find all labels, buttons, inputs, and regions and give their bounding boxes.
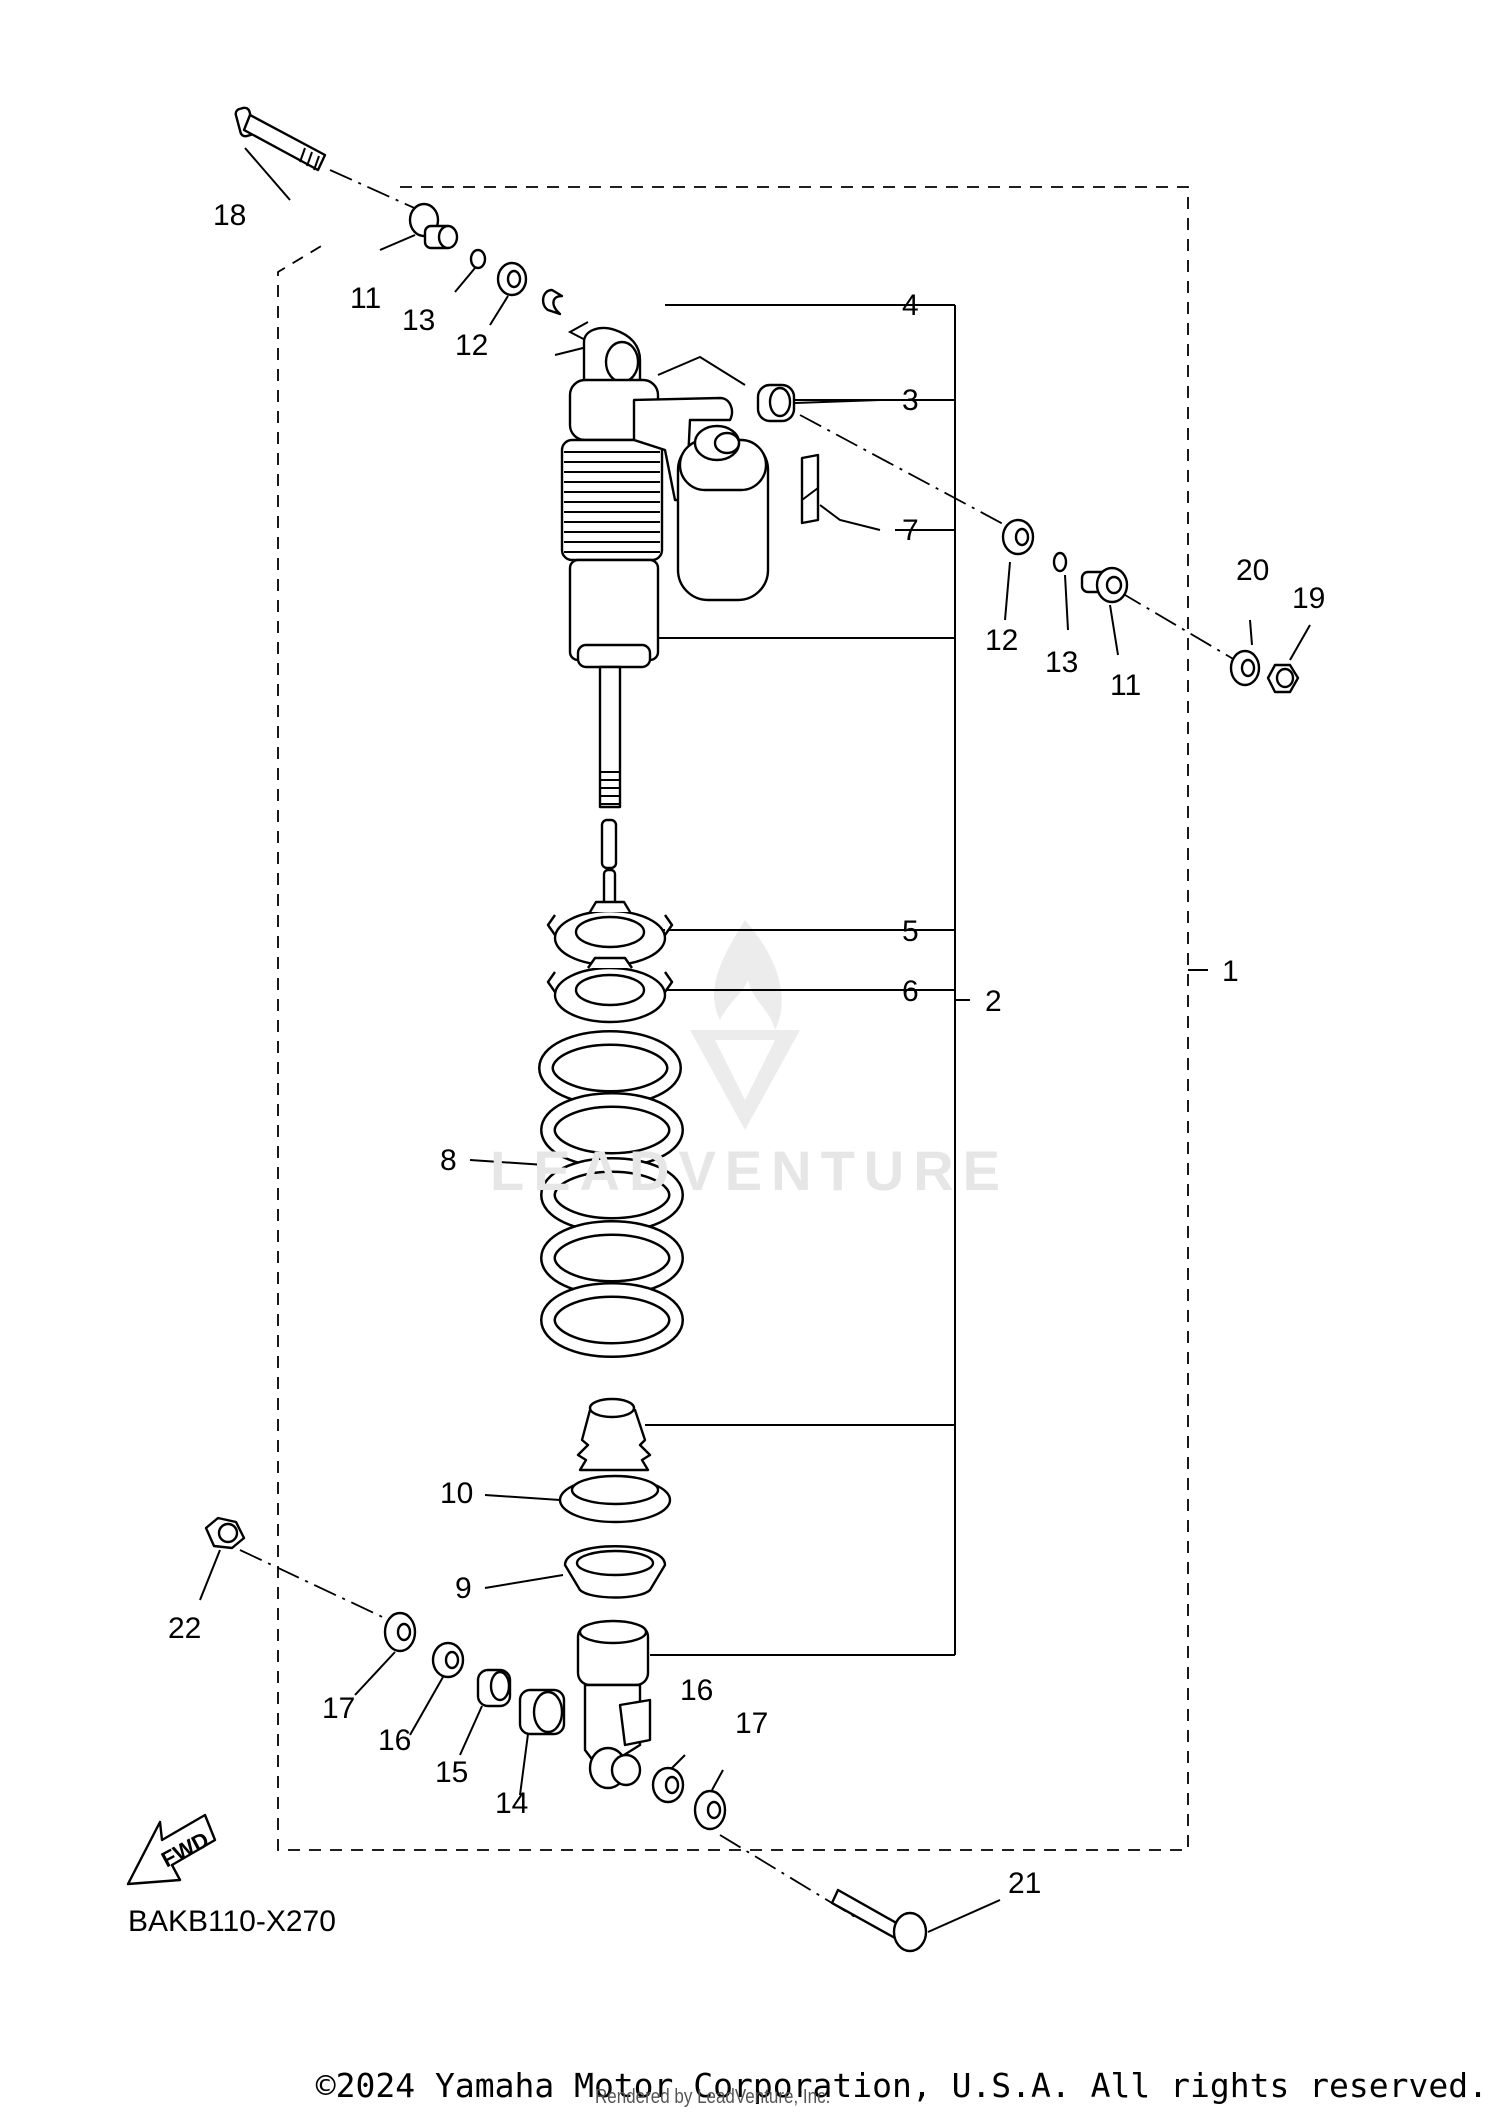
bearing-14	[518, 1688, 566, 1736]
watermark-logo	[690, 920, 800, 1130]
bolt-18	[234, 106, 327, 172]
leader-lines	[199, 147, 1311, 1933]
callout-3: 3	[902, 384, 919, 417]
callout-12-top: 12	[455, 329, 488, 362]
callout-21: 21	[1008, 1867, 1041, 1900]
callout-7: 7	[902, 514, 919, 547]
spring-8	[538, 1030, 684, 1358]
callout-4: 4	[902, 289, 919, 322]
stopper-9	[563, 1545, 667, 1599]
callout-5: 5	[902, 915, 919, 948]
watermark-text: LEADVENTURE	[490, 1139, 1010, 1202]
callout-18: 18	[213, 199, 246, 232]
copyright-notice: ©2024 Yamaha Motor Corporation, U.S.A. A…	[315, 2066, 1488, 2105]
collar-11-top	[408, 202, 459, 250]
bump-stop	[576, 1397, 652, 1472]
callout-10: 10	[440, 1477, 473, 1510]
washer-17-right	[693, 1789, 727, 1831]
callout-13-right: 13	[1045, 646, 1078, 679]
circlip-4	[541, 288, 564, 316]
diagram-code: BAKB110-X270	[128, 1905, 336, 1938]
callout-8: 8	[440, 1144, 457, 1177]
washer-12-top	[496, 261, 528, 297]
callout-11-top: 11	[350, 282, 381, 315]
washer-17-left	[383, 1611, 417, 1653]
bushing-3	[756, 383, 796, 423]
callout-11-right: 11	[1110, 669, 1141, 702]
callout-13-top: 13	[402, 304, 435, 337]
fwd-arrow-icon: FWD	[126, 1813, 217, 1886]
callout-9: 9	[455, 1572, 472, 1605]
spring-seat-10	[558, 1474, 672, 1524]
bolt-21	[830, 1888, 928, 1953]
washer-12-right	[1001, 518, 1035, 556]
callout-6: 6	[902, 975, 919, 1008]
callout-12-right: 12	[985, 624, 1018, 657]
shock-body-2	[560, 326, 820, 912]
seal-16-right	[651, 1766, 685, 1804]
assembly-frame	[277, 186, 1189, 1851]
collar-11-right	[1080, 566, 1129, 604]
callout-2: 2	[985, 985, 1002, 1018]
nut-19	[1266, 663, 1300, 694]
nut-22	[204, 1516, 246, 1550]
washer-20	[1229, 649, 1261, 687]
callout-1: 1	[1222, 955, 1239, 988]
callout-labels: 1 2 3 4 5 6 7 8 9 10 11 11 12 12 13 13 1…	[168, 199, 1325, 1900]
rendered-by-notice: Rendered by LeadVenture, Inc.	[595, 2086, 831, 2108]
bracket-part-2	[645, 304, 970, 1656]
seal-16-left	[431, 1641, 465, 1679]
collar-15	[476, 1668, 512, 1708]
callout-20: 20	[1236, 554, 1269, 587]
nut-6	[546, 956, 674, 1024]
callout-14: 14	[495, 1787, 528, 1820]
callout-16-right: 16	[680, 1674, 713, 1707]
callout-19: 19	[1292, 582, 1325, 615]
callout-22: 22	[168, 1612, 201, 1645]
callout-15: 15	[435, 1756, 468, 1789]
callout-17-right: 17	[735, 1707, 768, 1740]
callout-17-left: 17	[322, 1692, 355, 1725]
oring-13-top	[469, 248, 487, 270]
lower-clevis	[576, 1619, 652, 1790]
callout-16-left: 16	[378, 1724, 411, 1757]
nut-5	[546, 900, 674, 967]
oring-13-right	[1052, 551, 1068, 573]
